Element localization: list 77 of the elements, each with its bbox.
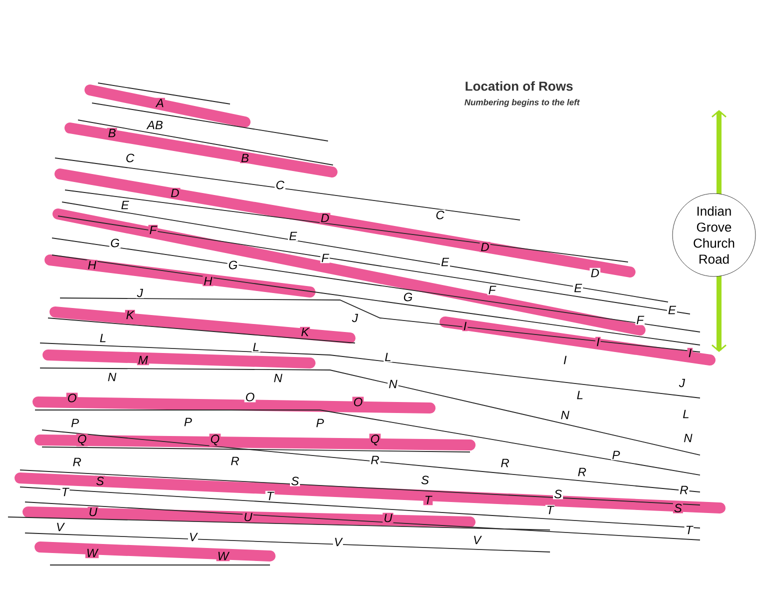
row-letter: R <box>500 458 510 468</box>
row-letter: U <box>382 512 394 524</box>
row-letter: AB <box>146 120 164 130</box>
row-letter: N <box>272 372 284 384</box>
row-letter: N <box>388 378 398 390</box>
row-letter: L <box>576 390 584 400</box>
row-letter: I <box>562 354 568 366</box>
row-letter: O <box>66 392 78 404</box>
row-letter: D <box>480 242 490 252</box>
row-letter: I <box>687 348 693 358</box>
row-letter: R <box>370 454 380 466</box>
row-letter: H <box>202 276 214 286</box>
row-letter: C <box>124 152 136 164</box>
row-letter: I <box>595 336 601 348</box>
row-letter: L <box>682 408 690 420</box>
row-letter: P <box>315 418 325 428</box>
row-letter: D <box>170 188 180 198</box>
row-letter: U <box>88 506 98 518</box>
row-letter: T <box>684 524 694 536</box>
row-letter: G <box>109 238 121 248</box>
row-letter: L <box>384 352 392 362</box>
row-letter: S <box>553 488 563 500</box>
row-letter: S <box>673 502 684 514</box>
row-letter: Q <box>209 434 221 446</box>
row-letter: H <box>86 260 98 270</box>
subtitle: Numbering begins to the left <box>464 99 580 107</box>
row-letter: O <box>244 392 256 402</box>
row-letter: N <box>682 432 694 444</box>
row-letter: D <box>320 212 330 224</box>
row-letter: S <box>290 476 300 486</box>
row-letter: D <box>590 268 600 278</box>
row-letter: P <box>611 450 622 460</box>
row-letter: Q <box>369 434 381 446</box>
row-letter: B <box>107 128 117 138</box>
row-letter: U <box>242 512 254 522</box>
row-letter: B <box>240 152 250 164</box>
row-letter: M <box>137 354 149 366</box>
row-letter: E <box>667 304 677 316</box>
row-letter: O <box>352 396 364 408</box>
row-letter: C <box>274 180 286 190</box>
row-letter: G <box>402 292 414 302</box>
row-letter: J <box>136 288 144 298</box>
row-letter: E <box>573 282 583 294</box>
row-letter: L <box>98 332 108 344</box>
row-letter: N <box>560 410 570 420</box>
row-letter: S <box>420 474 430 486</box>
row-letter: C <box>434 210 446 220</box>
row-letter: F <box>487 284 497 296</box>
row-letter: V <box>472 534 482 546</box>
row-letter: V <box>188 532 198 542</box>
row-letter: P <box>70 418 80 428</box>
row-letter: L <box>252 342 260 352</box>
row-letter: F <box>320 252 330 264</box>
row-letter: R <box>678 484 690 496</box>
row-letter: E <box>288 230 298 242</box>
row-letter: J <box>351 312 359 324</box>
row-letter: F <box>148 224 158 236</box>
row-letter: V <box>333 536 343 548</box>
row-letter: T <box>60 486 70 498</box>
row-letter: G <box>227 260 239 270</box>
row-letter: R <box>72 456 82 468</box>
row-letter: J <box>678 378 686 388</box>
row-letter: V <box>55 522 65 532</box>
row-letter: R <box>576 466 588 478</box>
row-letter: N <box>106 372 118 382</box>
row-letter: E <box>120 200 130 210</box>
row-letter: P <box>183 416 193 428</box>
row-letter: Q <box>76 434 88 446</box>
row-letter: A <box>155 98 165 108</box>
row-letter: K <box>300 326 310 338</box>
row-letter: E <box>440 256 450 268</box>
row-letter: S <box>95 476 105 486</box>
row-letter: F <box>635 314 645 326</box>
row-letter: K <box>125 310 135 320</box>
row-letter: R <box>230 456 240 466</box>
row-letter: I <box>462 320 468 332</box>
title: Location of Rows <box>466 81 573 91</box>
